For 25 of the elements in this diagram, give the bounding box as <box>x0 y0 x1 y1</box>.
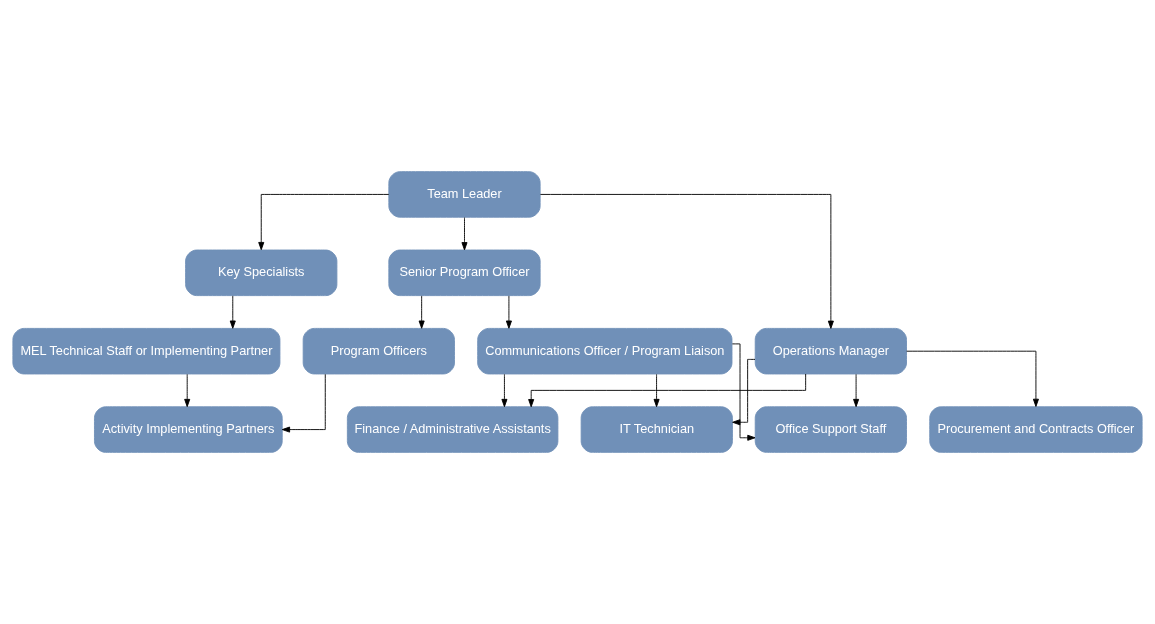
node-box: Procurement and Contracts Officer <box>929 406 1143 453</box>
node-box: IT Technician <box>580 406 733 453</box>
arrow <box>505 295 512 329</box>
arrow <box>501 373 508 408</box>
arrow <box>528 373 807 408</box>
arrow <box>229 295 236 329</box>
arrow <box>853 373 860 408</box>
arrow <box>184 373 191 408</box>
arrow <box>539 193 834 329</box>
node-box: Operations Manager <box>754 327 907 375</box>
node-box: Key Specialists <box>185 249 338 297</box>
node-box: Team Leader <box>388 171 541 218</box>
node-box: Activity Implementing Partners <box>94 406 283 453</box>
arrow <box>906 350 1039 407</box>
node-box: MEL Technical Staff or Implementing Partner <box>12 327 281 375</box>
arrow <box>461 217 468 251</box>
node-box: Senior Program Officer <box>388 249 541 297</box>
node-box: Program Officers <box>302 327 455 375</box>
node-box: Office Support Staff <box>754 406 907 453</box>
arrow <box>653 373 660 408</box>
arrow <box>258 193 390 251</box>
node-box: Communications Officer / Program Liaison <box>477 327 733 375</box>
node-box: Finance / Administrative Assistants <box>346 406 559 453</box>
arrow <box>281 373 326 433</box>
arrow <box>418 295 425 329</box>
